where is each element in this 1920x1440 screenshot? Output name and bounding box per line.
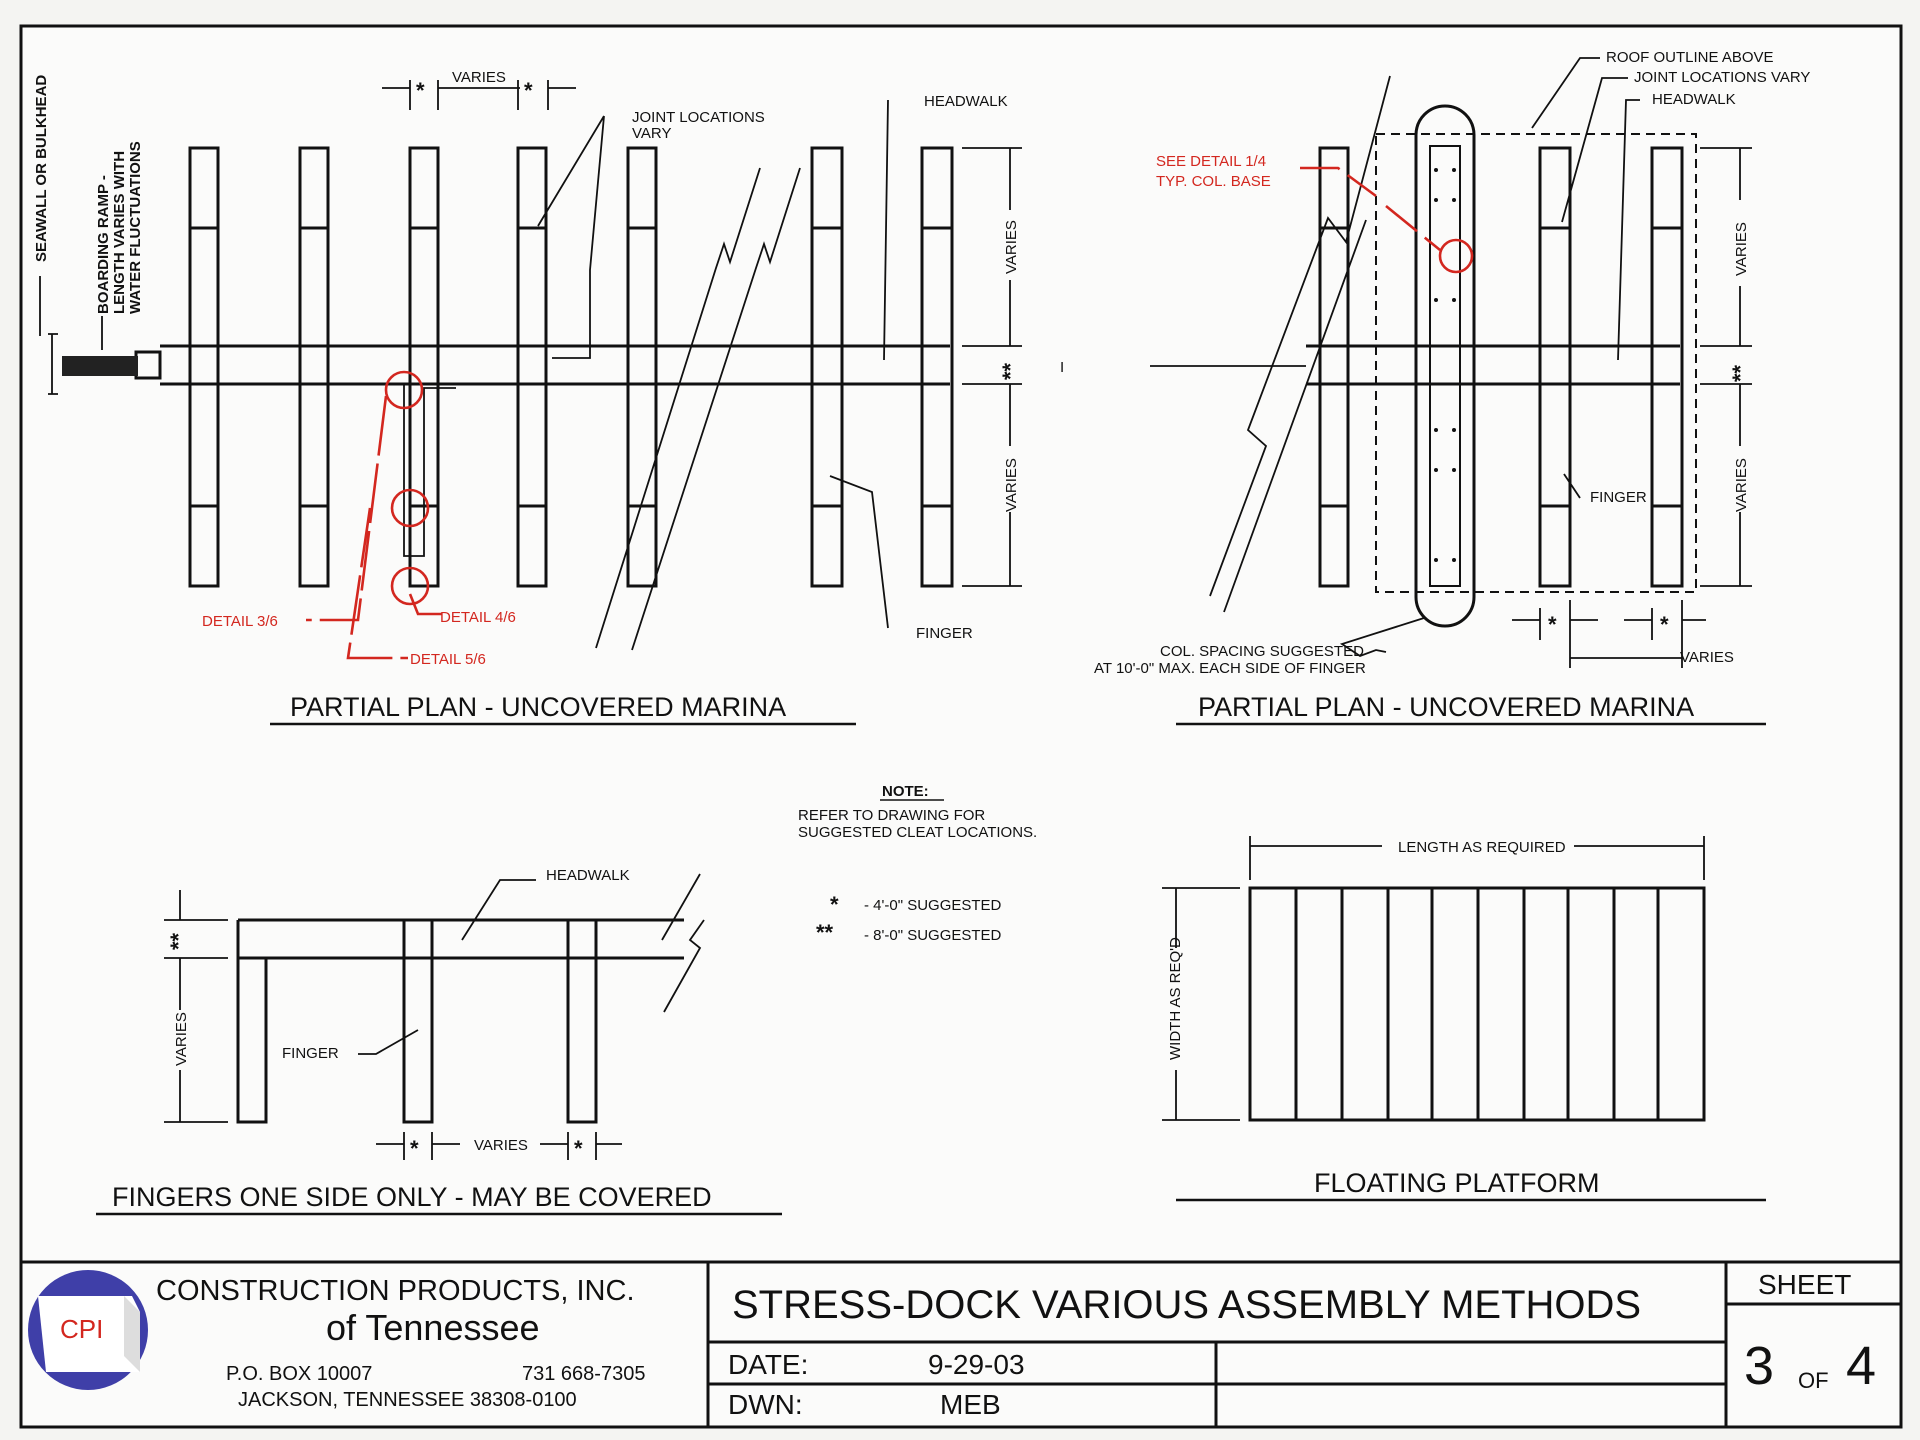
platform-title: FLOATING PLATFORM (1314, 1168, 1600, 1198)
svg-text:**: ** (998, 362, 1023, 380)
right-varies-2: VARIES (1733, 458, 1750, 512)
svg-text:*: * (410, 1136, 419, 1161)
varies-top-label: VARIES (452, 69, 506, 86)
sheet-total: 4 (1846, 1336, 1876, 1396)
ramp-label-1: BOARDING RAMP - (95, 175, 112, 314)
seawall-label: SEAWALL OR BULKHEAD (33, 75, 50, 262)
right-plan-title: PARTIAL PLAN - UNCOVERED MARINA (1198, 692, 1694, 722)
svg-text:*: * (1548, 612, 1557, 637)
cpi-logo-text: CPI (60, 1314, 103, 1344)
see-detail-1: SEE DETAIL 1/4 (1156, 153, 1266, 170)
ramp-label-2: LENGTH VARIES WITH (111, 151, 128, 314)
po-box: P.O. BOX 10007 (226, 1363, 372, 1385)
note-heading: NOTE: (882, 783, 929, 800)
right-headwalk-label: HEADWALK (1652, 91, 1736, 108)
note-line-1: REFER TO DRAWING FOR (798, 807, 985, 824)
dwn-value: MEB (940, 1389, 1001, 1420)
dwn-label: DWN: (728, 1389, 803, 1420)
detail-5-6: DETAIL 5/6 (410, 651, 486, 668)
svg-text:*: * (524, 78, 533, 103)
right-finger-label: FINGER (1590, 489, 1647, 506)
company-state: of Tennessee (326, 1307, 540, 1348)
svg-text:**: ** (1728, 364, 1753, 382)
svg-text:*: * (1660, 612, 1669, 637)
plan-marker: I (1060, 359, 1064, 376)
joint-label-2: VARY (632, 125, 671, 142)
svg-text:*: * (574, 1136, 583, 1161)
sheet-label: SHEET (1758, 1269, 1851, 1300)
svg-text:*: * (416, 78, 425, 103)
address: JACKSON, TENNESSEE 38308-0100 (238, 1389, 577, 1411)
finger-label: FINGER (916, 625, 973, 642)
right-partial-plan: VARIES VARIES ** * * VARIES ROOF OUTLINE… (1094, 49, 1810, 726)
detail-3-6: DETAIL 3/6 (202, 613, 278, 630)
col-spacing-1: COL. SPACING SUGGESTED (1160, 643, 1364, 660)
double-star-symbol: ** (816, 920, 834, 945)
title-block: CPI CONSTRUCTION PRODUCTS, INC. of Tenne… (21, 1260, 1901, 1427)
sheet-border (19, 24, 1903, 1429)
note-line-2: SUGGESTED CLEAT LOCATIONS. (798, 824, 1037, 841)
note-block: NOTE: REFER TO DRAWING FOR SUGGESTED CLE… (798, 783, 1037, 945)
company-name: CONSTRUCTION PRODUCTS, INC. (156, 1275, 635, 1307)
left-plan-title: PARTIAL PLAN - UNCOVERED MARINA (290, 692, 786, 722)
single-star-note: - 4'-0" SUGGESTED (864, 897, 1002, 914)
drawing-title: STRESS-DOCK VARIOUS ASSEMBLY METHODS (732, 1283, 1641, 1327)
varies-right-1: VARIES (1003, 220, 1020, 274)
see-detail-2: TYP. COL. BASE (1156, 173, 1271, 190)
svg-text:**: ** (166, 932, 191, 950)
floating-platform: LENGTH AS REQUIRED WIDTH AS REQ'D FLOATI… (1162, 836, 1766, 1202)
detail-4-6: DETAIL 4/6 (440, 609, 516, 626)
right-varies-bottom: VARIES (1680, 649, 1734, 666)
fingers-headwalk-label: HEADWALK (546, 867, 630, 884)
sheet-of: OF (1798, 1368, 1829, 1393)
right-varies-1: VARIES (1733, 222, 1750, 276)
sheet-number: 3 (1744, 1336, 1774, 1396)
date-label: DATE: (728, 1349, 808, 1380)
fingers-varies-bottom: VARIES (474, 1137, 528, 1154)
ramp-label-3: WATER FLUCTUATIONS (127, 141, 144, 314)
fingers-varies-left: VARIES (173, 1012, 190, 1066)
single-star-symbol: * (830, 892, 839, 917)
headwalk-label: HEADWALK (924, 93, 1008, 110)
platform-length-label: LENGTH AS REQUIRED (1398, 839, 1566, 856)
varies-right-2: VARIES (1003, 458, 1020, 512)
col-spacing-2: AT 10'-0" MAX. EACH SIDE OF FINGER (1094, 660, 1366, 677)
joint-vary-label: JOINT LOCATIONS VARY (1634, 69, 1810, 86)
fingers-title: FINGERS ONE SIDE ONLY - MAY BE COVERED (112, 1182, 712, 1212)
phone-number: 731 668-7305 (522, 1363, 645, 1385)
fingers-finger-label: FINGER (282, 1045, 339, 1062)
fingers-one-side: ** VARIES * * VARIES HEADWALK FINGER FIN… (96, 867, 782, 1216)
roof-outline-label: ROOF OUTLINE ABOVE (1606, 49, 1774, 66)
double-star-note: - 8'-0" SUGGESTED (864, 927, 1002, 944)
joint-label-1: JOINT LOCATIONS (632, 109, 765, 126)
platform-width-label: WIDTH AS REQ'D (1167, 937, 1184, 1060)
date-value: 9-29-03 (928, 1349, 1025, 1380)
left-partial-plan: * * VARIES VARIES VARIES ** I SEAWALL OR… (33, 69, 1064, 726)
